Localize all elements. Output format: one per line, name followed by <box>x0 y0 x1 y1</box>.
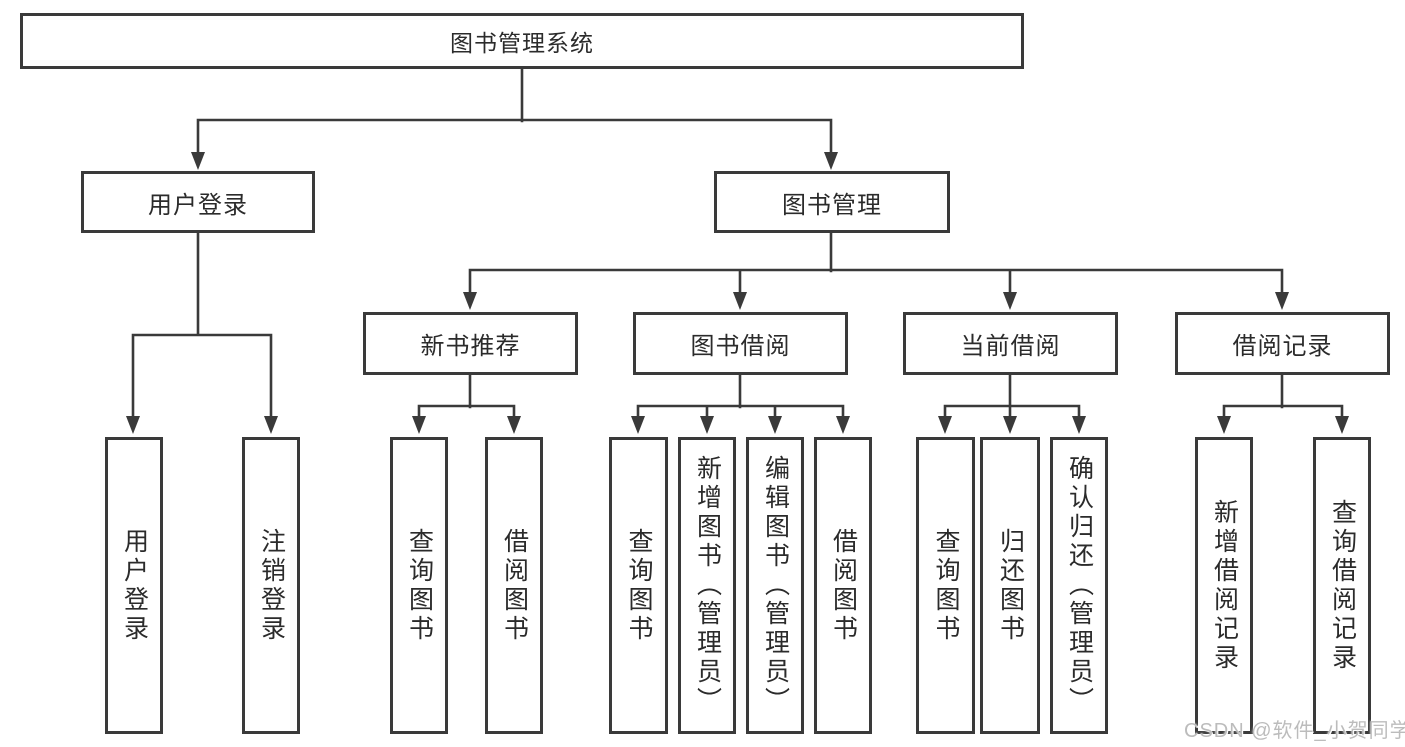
node-label: 用户登录 <box>148 191 248 219</box>
node-label: 借阅记录 <box>1232 333 1333 360</box>
watermark-text: CSDN @软件_小贺同学 <box>1184 720 1405 742</box>
leaf-query-books-recommend: 查询图书 <box>390 437 448 734</box>
leaf-label: 查询借阅记录 <box>1328 498 1357 673</box>
node-current-borrowing: 当前借阅 <box>903 312 1118 375</box>
leaf-edit-books-admin: 编辑图书（管理员） <box>746 437 804 734</box>
leaf-logout-login: 注销登录 <box>242 437 300 734</box>
node-label: 图书借阅 <box>690 333 791 360</box>
leaf-return-books: 归还图书 <box>980 437 1040 734</box>
leaf-query-books-borrowing: 查询图书 <box>609 437 668 734</box>
leaf-label: 确认归还（管理员） <box>1065 455 1094 716</box>
node-label: 图书管理系统 <box>450 30 594 56</box>
leaf-confirm-return-admin: 确认归还（管理员） <box>1050 437 1108 734</box>
node-book-borrowing: 图书借阅 <box>633 312 848 375</box>
node-borrowing-records: 借阅记录 <box>1175 312 1390 375</box>
leaf-label: 查询图书 <box>405 527 434 644</box>
arrowheads <box>126 152 1349 434</box>
leaf-label: 新增借阅记录 <box>1210 498 1239 673</box>
leaf-query-borrow-record: 查询借阅记录 <box>1313 437 1371 734</box>
leaf-label: 借阅图书 <box>500 527 529 644</box>
node-new-book-recommendation: 新书推荐 <box>363 312 578 375</box>
leaf-label: 归还图书 <box>996 527 1025 644</box>
leaf-borrow-books-recommend: 借阅图书 <box>485 437 543 734</box>
leaf-borrow-books: 借阅图书 <box>814 437 872 734</box>
leaf-label: 编辑图书（管理员） <box>761 455 790 716</box>
node-label: 图书管理 <box>782 191 882 219</box>
leaf-user-login: 用户登录 <box>105 437 163 734</box>
leaf-label: 新增图书（管理员） <box>693 455 722 716</box>
node-user-login: 用户登录 <box>81 171 315 233</box>
node-label: 新书推荐 <box>420 333 521 360</box>
node-label: 当前借阅 <box>960 333 1061 360</box>
node-book-management: 图书管理 <box>714 171 950 233</box>
leaf-label: 查询图书 <box>932 527 960 644</box>
leaf-label: 借阅图书 <box>829 527 858 644</box>
leaf-label: 用户登录 <box>120 527 149 644</box>
leaf-label: 查询图书 <box>625 527 653 644</box>
leaf-add-books-admin: 新增图书（管理员） <box>678 437 736 734</box>
leaf-label: 注销登录 <box>257 527 286 644</box>
leaf-add-borrow-record: 新增借阅记录 <box>1195 437 1253 734</box>
leaf-query-books-current: 查询图书 <box>916 437 975 734</box>
node-library-management-system: 图书管理系统 <box>20 13 1024 69</box>
